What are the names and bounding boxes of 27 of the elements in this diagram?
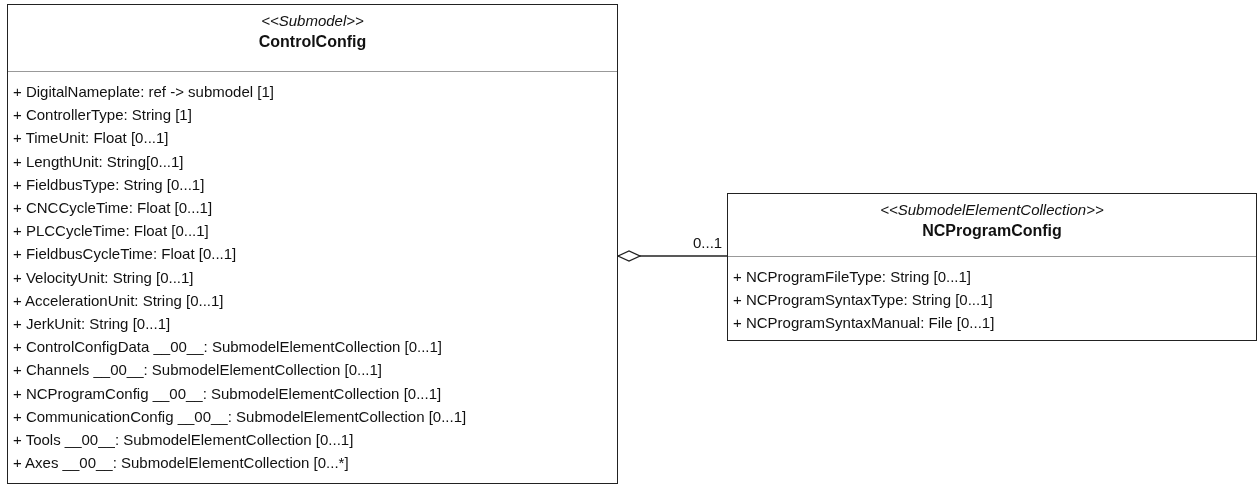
attribute-text: + Tools __00__: SubmodelElementCollection [0...1]: [13, 430, 354, 451]
attribute-text: + PLCCycleTime: Float [0...1]: [13, 221, 209, 242]
attribute-text: + ControlConfigData __00__: SubmodelElementCollection [0...1]: [13, 337, 442, 358]
attribute-text: + FieldbusCycleTime: Float [0...1]: [13, 244, 237, 265]
stereotype-label: <<SubmodelElementCollection>>: [880, 200, 1104, 220]
attribute-text: + AccelerationUnit: String [0...1]: [13, 290, 224, 311]
attribute-text: + TimeUnit: Float [0...1]: [13, 128, 169, 149]
attribute-text: + JerkUnit: String [0...1]: [13, 314, 171, 335]
attribute-text: + DigitalNameplate: ref -> submodel [1]: [13, 82, 274, 102]
attribute-text: + NCProgramConfig __00__: SubmodelElementCollection [0...1]: [13, 383, 442, 404]
attribute-text: + NCProgramSyntaxType: String [0...1]: [733, 290, 993, 311]
class-name: ControlConfig: [258, 32, 367, 52]
attribute-text: + FieldbusType: String [0...1]: [13, 174, 205, 195]
class-box: [7, 4, 618, 484]
attribute-text: + LengthUnit: String[0...1]: [13, 151, 184, 172]
stereotype-label: <<Submodel>>: [261, 11, 364, 31]
class-name: NCProgramConfig: [922, 221, 1062, 241]
attribute-text: + CommunicationConfig __00__: SubmodelElementCollection [0...1]: [13, 406, 467, 427]
attribute-text: + NCProgramSyntaxManual: File [0...1]: [733, 313, 995, 334]
attribute-text: + VelocityUnit: String [0...1]: [13, 267, 194, 288]
attribute-text: + Axes __00__: SubmodelElementCollection [0...*]: [13, 453, 349, 474]
attribute-text: + Channels __00__: SubmodelElementCollection [0...1]: [13, 360, 382, 381]
class-box: [727, 193, 1257, 341]
aggregation-connector: [617, 250, 728, 262]
attribute-text: + ControllerType: String [1]: [13, 105, 192, 126]
attribute-text: + NCProgramFileType: String [0...1]: [733, 267, 971, 287]
attribute-text: + CNCCycleTime: Float [0...1]: [13, 198, 213, 218]
